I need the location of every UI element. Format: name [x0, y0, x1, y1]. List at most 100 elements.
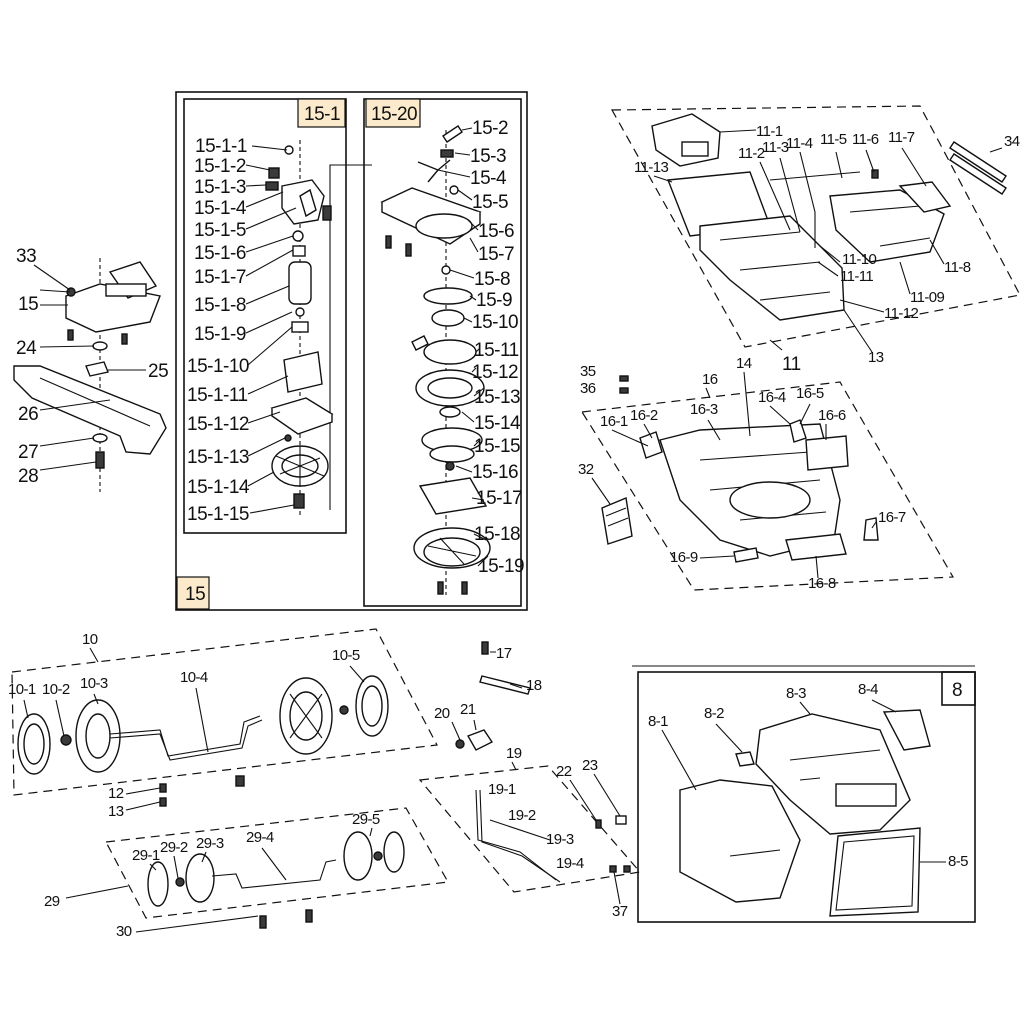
- label-28: 28: [18, 466, 38, 487]
- label-10-4: 10-4: [180, 669, 208, 686]
- part-21: [466, 729, 494, 751]
- label-16-7: 16-7: [878, 509, 906, 526]
- label-15-13: 15-13: [474, 387, 520, 408]
- leaders-15-1: [245, 145, 297, 514]
- group-11-hood: 11-1 11-2 11-3 11-4 11-5 11-6 11-7 11-13…: [610, 105, 1021, 375]
- label-15-1-9: 15-1-9: [194, 324, 246, 345]
- label-16-1: 16-1: [600, 413, 628, 430]
- label-12: 12: [108, 785, 124, 802]
- label-34: 34: [1004, 133, 1020, 150]
- motor-housing-parts: [270, 351, 334, 509]
- label-30: 30: [116, 923, 132, 940]
- frame-8-5: [829, 827, 921, 917]
- label-21: 21: [460, 701, 476, 718]
- label-8-4: 8-4: [858, 681, 878, 698]
- box-tag-15-20: 15-20: [371, 104, 417, 125]
- label-8-5: 8-5: [948, 853, 968, 870]
- connector-line: [329, 164, 372, 510]
- label-10-3: 10-3: [80, 675, 108, 692]
- group-29-wheels: 29 29-1 29-2 29-3 29-4 29-5 30: [44, 807, 449, 940]
- wheel-29-3: [185, 853, 215, 903]
- label-10-5: 10-5: [332, 647, 360, 664]
- label-11-6: 11-6: [852, 131, 879, 148]
- label-11-8: 11-8: [944, 259, 971, 276]
- label-35: 35: [580, 363, 596, 380]
- label-15-9: 15-9: [476, 290, 512, 311]
- label-16-9: 16-9: [670, 549, 698, 566]
- part-18: [479, 675, 531, 695]
- label-15-1-14: 15-1-14: [187, 477, 250, 498]
- label-32: 32: [578, 461, 594, 478]
- label-15-1-8: 15-1-8: [194, 295, 246, 316]
- label-19-1: 19-1: [488, 781, 516, 798]
- label-15-1-7: 15-1-7: [194, 267, 246, 288]
- part-11-2: [699, 215, 845, 321]
- label-14: 14: [736, 355, 752, 372]
- label-19: 19: [506, 745, 522, 762]
- label-27: 27: [18, 442, 38, 463]
- part-8-2: [735, 751, 755, 767]
- wheel-29-5b: [383, 831, 405, 873]
- label-25: 25: [148, 361, 168, 382]
- label-19-4: 19-4: [556, 855, 584, 872]
- label-33: 33: [16, 246, 36, 267]
- label-36: 36: [580, 380, 596, 397]
- label-29-5: 29-5: [352, 811, 380, 828]
- label-13: 13: [108, 803, 124, 820]
- part-32: [601, 497, 633, 545]
- label-15-11: 15-11: [474, 340, 519, 361]
- label-19-2: 19-2: [508, 807, 536, 824]
- label-11: 11: [782, 354, 801, 375]
- label-29-1: 29-1: [132, 847, 160, 864]
- label-15-16: 15-16: [472, 462, 518, 483]
- box-tag-15-20-bg: [365, 98, 421, 128]
- label-16-3: 16-3: [690, 401, 718, 418]
- box-tag-15: 15: [185, 584, 205, 605]
- label-16-2: 16-2: [630, 407, 658, 424]
- label-29-2: 29-2: [160, 839, 188, 856]
- label-16-5: 16-5: [796, 385, 824, 402]
- label-11-09: 11-09: [910, 289, 945, 306]
- wheel-29-5a: [343, 831, 373, 881]
- part-34: [949, 141, 1007, 183]
- motor-upper-parts: [265, 145, 332, 333]
- wheel-29-1: [147, 861, 169, 907]
- label-11-7: 11-7: [888, 129, 915, 146]
- label-15-15: 15-15: [474, 436, 520, 457]
- label-16-4: 16-4: [758, 389, 786, 406]
- label-37: 37: [612, 903, 628, 920]
- box-tag-15-1-bg: [297, 98, 346, 128]
- label-19-3: 19-3: [546, 831, 574, 848]
- fan-housing-parts: [380, 125, 491, 595]
- label-15-2: 15-2: [472, 118, 508, 139]
- label-15-1-10: 15-1-10: [187, 356, 249, 377]
- bag-8-1: [679, 779, 801, 903]
- label-11-5: 11-5: [820, 131, 847, 148]
- label-11-12: 11-12: [884, 305, 919, 322]
- box-tag-15-bg: [176, 576, 210, 610]
- label-15-1-12: 15-1-12: [187, 414, 249, 435]
- part-8-4: [882, 709, 931, 751]
- label-10-1: 10-1: [8, 681, 36, 698]
- label-8-3: 8-3: [786, 685, 806, 702]
- label-15-14: 15-14: [474, 413, 521, 434]
- box-tag-8-bg: [941, 671, 976, 706]
- label-23: 23: [582, 757, 598, 774]
- label-15-18: 15-18: [474, 524, 520, 545]
- label-11-13: 11-13: [634, 159, 669, 176]
- part-11-09: [829, 189, 945, 263]
- leaders-15-20: [437, 127, 489, 567]
- label-15-1-3: 15-1-3: [194, 177, 246, 198]
- label-10: 10: [82, 631, 98, 648]
- group-19-handle: 17 18 20 21 19 19-1 19-2 19-3 19-4 22 23…: [418, 641, 642, 920]
- box-tag-15-1: 15-1: [304, 104, 340, 125]
- label-15-5: 15-5: [472, 192, 508, 213]
- label-29-4: 29-4: [246, 829, 274, 846]
- group-10-wheels: 10 10-1 10-2 10-3 10-4 10-5 12 13: [8, 628, 438, 820]
- label-16: 16: [702, 371, 718, 388]
- label-11-10: 11-10: [842, 251, 877, 268]
- label-11-1: 11-1: [756, 123, 783, 140]
- label-15-1-1: 15-1-1: [195, 136, 247, 157]
- label-8-1: 8-1: [648, 713, 668, 730]
